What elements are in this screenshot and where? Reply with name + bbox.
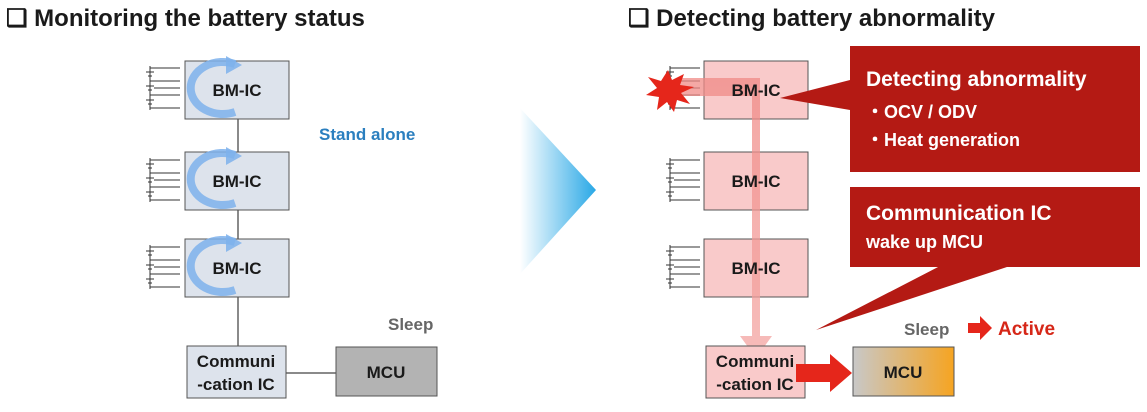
bm-ic-label: BM-IC xyxy=(731,259,780,278)
left-heading: ❑ Monitoring the battery status xyxy=(6,5,365,32)
mcu-label: MCU xyxy=(367,363,406,382)
callout-comm-subtitle: wake up MCU xyxy=(865,232,983,252)
alert-signal-flow-arrow xyxy=(680,78,772,358)
bm-ic-label: BM-IC xyxy=(731,172,780,191)
callout-abnormality-title: Detecting abnormality xyxy=(866,68,1087,91)
communication-ic-label-line2: -cation IC xyxy=(197,375,274,394)
battery-cell-stack-icon xyxy=(145,65,180,111)
communication-ic-label-line1: Communi xyxy=(716,352,794,371)
battery-cell-stack-icon xyxy=(145,157,180,203)
callout-detecting-abnormality xyxy=(850,46,1140,172)
callout-comm-title: Communication IC xyxy=(866,202,1052,225)
sleep-label: Sleep xyxy=(388,315,433,334)
communication-ic-box-alert xyxy=(705,345,806,399)
bm-ic-label: BM-IC xyxy=(731,81,780,100)
wake-up-arrow-icon xyxy=(796,354,852,392)
callout-abnormality-item: ・Heat generation xyxy=(866,130,1020,150)
mcu-box-active xyxy=(852,346,955,397)
sleep-label: Sleep xyxy=(904,320,949,339)
transition-chevron-icon xyxy=(520,108,596,274)
monitoring-cycle-icon xyxy=(186,58,237,118)
monitoring-cycle-icon xyxy=(186,236,237,296)
left-panel: ❑ Monitoring the battery status BM-IC BM… xyxy=(6,5,438,399)
battery-cell-stack-icon xyxy=(665,244,700,290)
cycle-arrowhead-icon xyxy=(226,234,242,252)
cycle-arrowhead-icon xyxy=(226,147,242,165)
battery-cell-stack-icon xyxy=(145,244,180,290)
right-panel: ❑ Detecting battery abnormality BM-IC BM… xyxy=(628,5,1140,399)
communication-ic-label-line2: -cation IC xyxy=(716,375,793,394)
active-label: Active xyxy=(998,319,1055,340)
monitoring-cycle-icon xyxy=(186,149,237,209)
callout-abnormality-item: ・OCV / ODV xyxy=(866,102,977,122)
bm-ic-label: BM-IC xyxy=(212,172,261,191)
mcu-label: MCU xyxy=(884,363,923,382)
bm-ic-label: BM-IC xyxy=(212,259,261,278)
stand-alone-label: Stand alone xyxy=(319,125,415,144)
callout-pointer xyxy=(816,266,1010,330)
mcu-box xyxy=(335,346,438,397)
communication-ic-label-line1: Communi xyxy=(197,352,275,371)
abnormality-burst-icon xyxy=(646,70,694,112)
battery-cell-stack-icon xyxy=(665,157,700,203)
state-change-arrow-icon xyxy=(968,316,992,340)
callout-communication-ic xyxy=(850,187,1140,267)
right-heading: ❑ Detecting battery abnormality xyxy=(628,5,996,32)
communication-ic-box xyxy=(186,345,287,399)
callout-pointer xyxy=(780,80,850,110)
cycle-arrowhead-icon xyxy=(226,56,242,74)
bm-ic-label: BM-IC xyxy=(212,81,261,100)
